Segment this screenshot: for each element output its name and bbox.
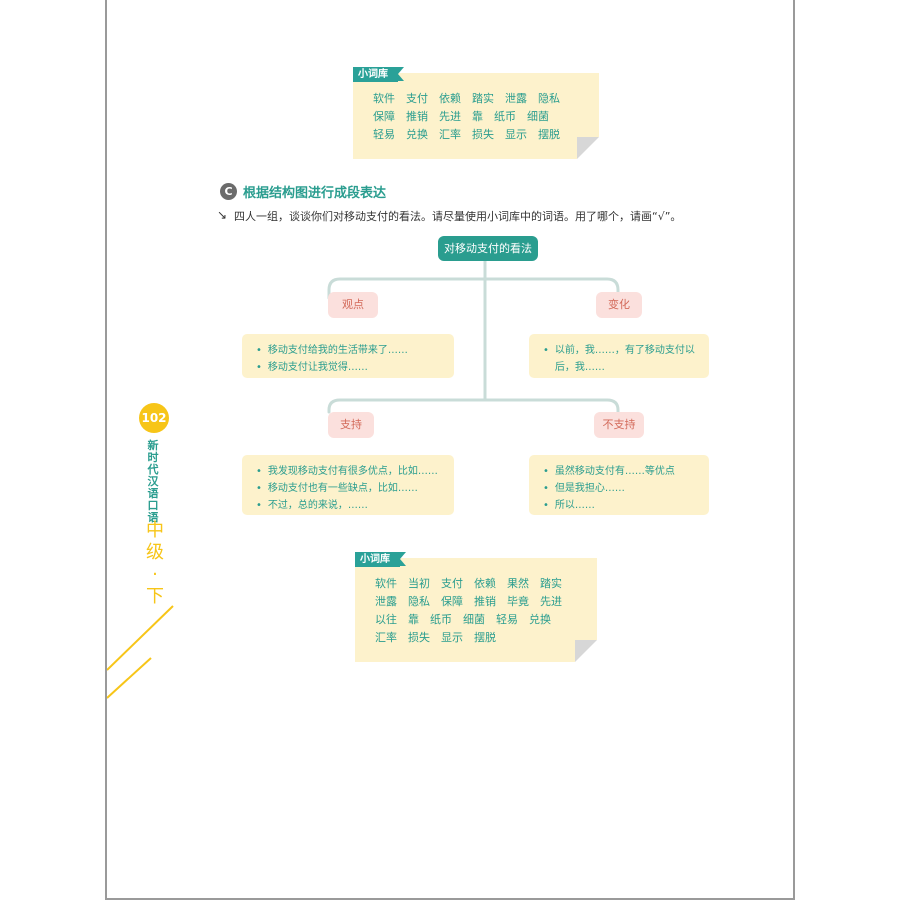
vocab-word: 隐私 xyxy=(408,595,430,608)
vocab-word: 轻易 xyxy=(373,128,395,141)
vocab-word: 软件 xyxy=(375,577,397,590)
vocab-line: 泄露隐私保障推销毕竟先进 xyxy=(375,593,573,611)
vocab-word: 当初 xyxy=(408,577,430,590)
vocab-line: 汇率损失显示摆脱 xyxy=(375,629,573,647)
vocab-line: 软件支付依赖踏实泄露隐私 xyxy=(373,90,571,108)
branch-label-viewpoint: 观点 xyxy=(328,292,378,318)
vocab-word: 依赖 xyxy=(439,92,461,105)
vocab-word: 损失 xyxy=(408,631,430,644)
branch-box-support: •我发现移动支付有很多优点，比如…… •移动支付也有一些缺点，比如…… •不过，… xyxy=(242,455,454,515)
vocab-word: 先进 xyxy=(540,595,562,608)
vocab-box-top: 小词库 软件支付依赖踏实泄露隐私保障推销先进靠纸币细菌轻易兑换汇率损失显示摆脱 xyxy=(353,67,599,159)
vocab-word: 依赖 xyxy=(474,577,496,590)
vocab-tag: 小词库 xyxy=(353,67,404,82)
chart-root-node: 对移动支付的看法 xyxy=(438,236,538,261)
vocab-tag: 小词库 xyxy=(355,552,406,567)
vocab-word: 细菌 xyxy=(463,613,485,626)
vocab-word: 靠 xyxy=(408,613,419,626)
vocab-word: 支付 xyxy=(406,92,428,105)
arrow-icon: ↘ xyxy=(217,208,228,222)
vocab-word: 纸币 xyxy=(494,110,516,123)
branch-box-oppose: •虽然移动支付有……等优点 •但是我担心…… •所以…… xyxy=(529,455,709,515)
branch-label-change: 变化 xyxy=(596,292,642,318)
book-level: 中级·下 xyxy=(146,520,164,607)
list-item: •我发现移动支付有很多优点，比如…… xyxy=(256,466,438,477)
branch-label-oppose: 不支持 xyxy=(594,412,644,438)
vocab-word: 保障 xyxy=(373,110,395,123)
branch-box-viewpoint: •移动支付给我的生活带来了…… •移动支付让我觉得…… xyxy=(242,334,454,378)
vocab-word: 摆脱 xyxy=(474,631,496,644)
vocab-word: 轻易 xyxy=(496,613,518,626)
vocab-line: 轻易兑换汇率损失显示摆脱 xyxy=(373,126,571,144)
vocab-line: 以往靠纸币细菌轻易兑换 xyxy=(375,611,573,629)
vocab-word: 兑换 xyxy=(406,128,428,141)
list-item: •但是我担心…… xyxy=(543,483,625,494)
list-item: •虽然移动支付有……等优点 xyxy=(543,466,675,477)
vocab-word: 先进 xyxy=(439,110,461,123)
branch-box-change: •以前，我……，有了移动支付以后，我…… xyxy=(529,334,709,378)
section-badge: C xyxy=(220,183,237,200)
list-item: •移动支付也有一些缺点，比如…… xyxy=(256,483,418,494)
vocab-word: 泄露 xyxy=(375,595,397,608)
vocab-box-bottom: 小词库 软件当初支付依赖果然踏实泄露隐私保障推销毕竟先进以往靠纸币细菌轻易兑换汇… xyxy=(355,552,597,662)
section-title: 根据结构图进行成段表达 xyxy=(243,186,387,201)
decorative-lines xyxy=(107,605,174,699)
vocab-word: 细菌 xyxy=(527,110,549,123)
vocab-word: 显示 xyxy=(505,128,527,141)
vocab-word: 踏实 xyxy=(472,92,494,105)
list-item: •不过，总的来说，…… xyxy=(256,500,368,511)
book-title: 新时代汉语口语 xyxy=(147,439,159,524)
page-fold-corner xyxy=(577,137,599,159)
vocab-line: 保障推销先进靠纸币细菌 xyxy=(373,108,571,126)
page-number: 102 xyxy=(139,403,169,433)
list-item: •所以…… xyxy=(543,500,595,511)
textbook-page: 小词库 软件支付依赖踏实泄露隐私保障推销先进靠纸币细菌轻易兑换汇率损失显示摆脱 … xyxy=(105,0,795,900)
vocab-line: 软件当初支付依赖果然踏实 xyxy=(375,575,573,593)
vocab-word-list: 软件支付依赖踏实泄露隐私保障推销先进靠纸币细菌轻易兑换汇率损失显示摆脱 xyxy=(373,90,571,144)
vocab-word: 兑换 xyxy=(529,613,551,626)
vocab-word: 摆脱 xyxy=(538,128,560,141)
vocab-word: 支付 xyxy=(441,577,463,590)
page-fold-corner xyxy=(575,640,597,662)
vocab-word-list: 软件当初支付依赖果然踏实泄露隐私保障推销毕竟先进以往靠纸币细菌轻易兑换汇率损失显… xyxy=(375,575,573,647)
branch-label-support: 支持 xyxy=(328,412,374,438)
vocab-word: 汇率 xyxy=(375,631,397,644)
vocab-word: 软件 xyxy=(373,92,395,105)
vocab-word: 纸币 xyxy=(430,613,452,626)
vocab-word: 踏实 xyxy=(540,577,562,590)
tree-connectors xyxy=(327,259,620,414)
vocab-word: 推销 xyxy=(474,595,496,608)
vocab-word: 损失 xyxy=(472,128,494,141)
vocab-word: 显示 xyxy=(441,631,463,644)
vocab-word: 保障 xyxy=(441,595,463,608)
vocab-word: 毕竟 xyxy=(507,595,529,608)
vocab-word: 以往 xyxy=(375,613,397,626)
list-item: •移动支付给我的生活带来了…… xyxy=(256,345,408,356)
vocab-word: 隐私 xyxy=(538,92,560,105)
vocab-word: 果然 xyxy=(507,577,529,590)
list-item: •移动支付让我觉得…… xyxy=(256,362,368,373)
vocab-word: 泄露 xyxy=(505,92,527,105)
vocab-word: 推销 xyxy=(406,110,428,123)
list-item: •以前，我……，有了移动支付以后，我…… xyxy=(543,345,695,373)
vocab-word: 靠 xyxy=(472,110,483,123)
vocab-word: 汇率 xyxy=(439,128,461,141)
instruction-text: 四人一组，谈谈你们对移动支付的看法。请尽量使用小词库中的词语。用了哪个，请画“√… xyxy=(234,210,682,223)
